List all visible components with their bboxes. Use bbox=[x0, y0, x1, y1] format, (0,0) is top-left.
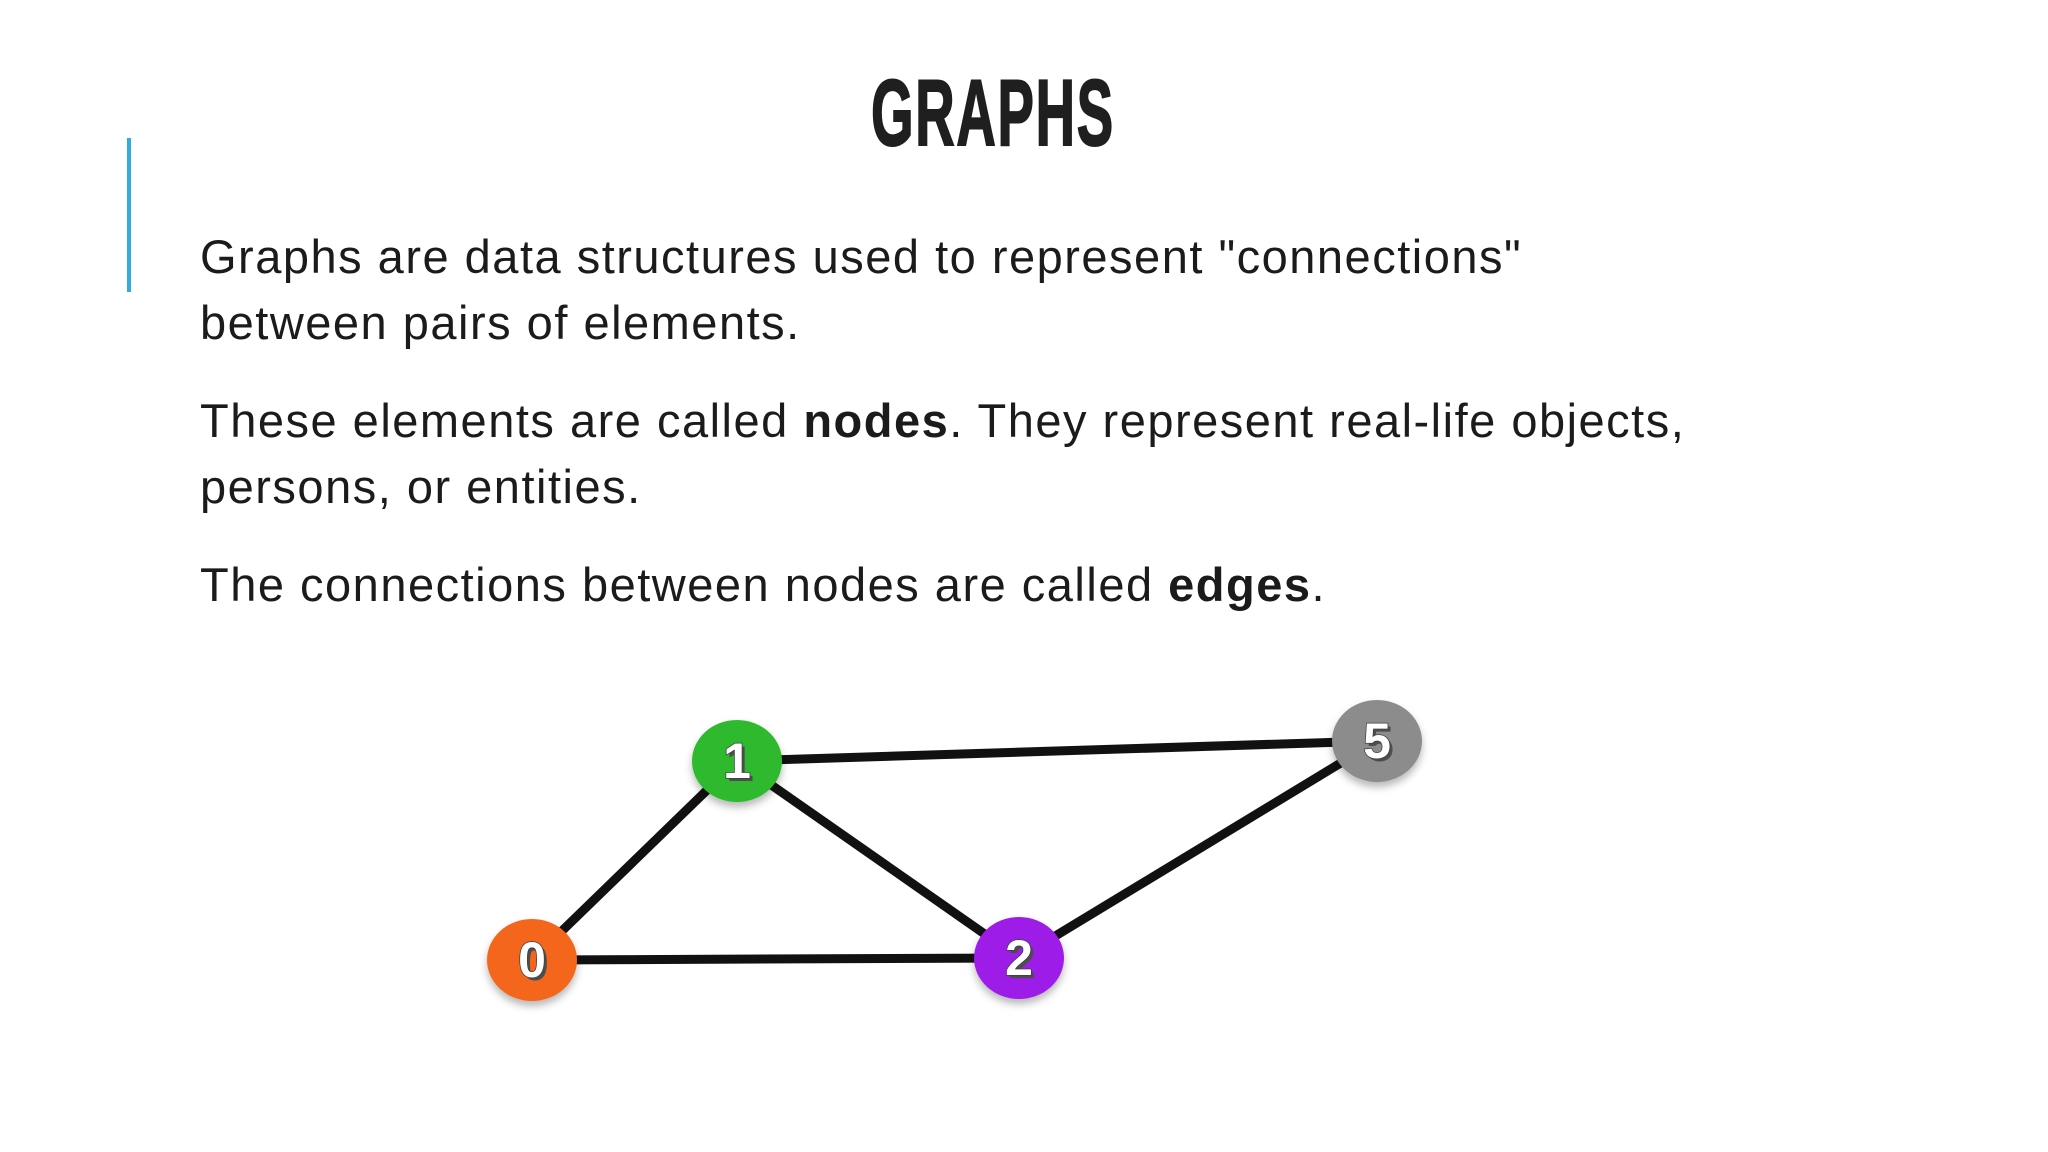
paragraph-intro: Graphs are data structures used to repre… bbox=[200, 224, 1900, 356]
paragraph-edges-pre: The connections between nodes are called bbox=[200, 558, 1169, 611]
graph-edge-0-2 bbox=[531, 953, 1020, 965]
graph-node-1: 11 bbox=[692, 720, 782, 802]
graph-node-label-0: 0 bbox=[518, 932, 546, 988]
graph-node-label-shadow-5: 5 bbox=[1366, 716, 1394, 772]
graph-node-circle-1 bbox=[692, 720, 782, 802]
accent-bar bbox=[127, 138, 131, 292]
body-text: Graphs are data structures used to repre… bbox=[200, 224, 1900, 650]
graph-node-label-shadow-1: 1 bbox=[726, 736, 754, 792]
graph-node-label-1: 1 bbox=[723, 733, 751, 789]
graph-node-label-shadow-2: 2 bbox=[1008, 933, 1036, 989]
graph-node-0: 00 bbox=[487, 919, 577, 1001]
graph-node-5: 55 bbox=[1332, 700, 1422, 782]
paragraph-nodes-pre: These elements are called bbox=[200, 394, 804, 447]
slide-title: GRAPHS bbox=[783, 60, 1203, 165]
paragraph-intro-text: Graphs are data structures used to repre… bbox=[200, 230, 1523, 349]
graph-node-circle-0 bbox=[487, 919, 577, 1001]
slide-title-text: GRAPHS bbox=[871, 60, 1115, 165]
graph-node-circle-2 bbox=[974, 917, 1064, 999]
paragraph-nodes-bold-term: nodes bbox=[803, 394, 950, 447]
graph-edge-1-5 bbox=[736, 736, 1378, 766]
paragraph-nodes-post: . They represent real-life objects, pers… bbox=[200, 394, 1686, 513]
paragraph-nodes: These elements are called nodes. They re… bbox=[200, 388, 1900, 520]
graph-edge-0-1 bbox=[528, 757, 741, 964]
paragraph-edges-post: . bbox=[1311, 558, 1327, 611]
graph-node-label-shadow-0: 0 bbox=[521, 935, 549, 991]
graph-node-circle-5 bbox=[1332, 700, 1422, 782]
paragraph-edges: The connections between nodes are called… bbox=[200, 552, 1900, 618]
graph-node-2: 22 bbox=[974, 917, 1064, 999]
paragraph-edges-bold-term: edges bbox=[1168, 558, 1312, 611]
graph-edge-1-2 bbox=[734, 757, 1022, 962]
graph-node-label-5: 5 bbox=[1363, 713, 1391, 769]
graph-node-label-2: 2 bbox=[1005, 930, 1033, 986]
graph-edge-2-5 bbox=[1016, 737, 1380, 962]
